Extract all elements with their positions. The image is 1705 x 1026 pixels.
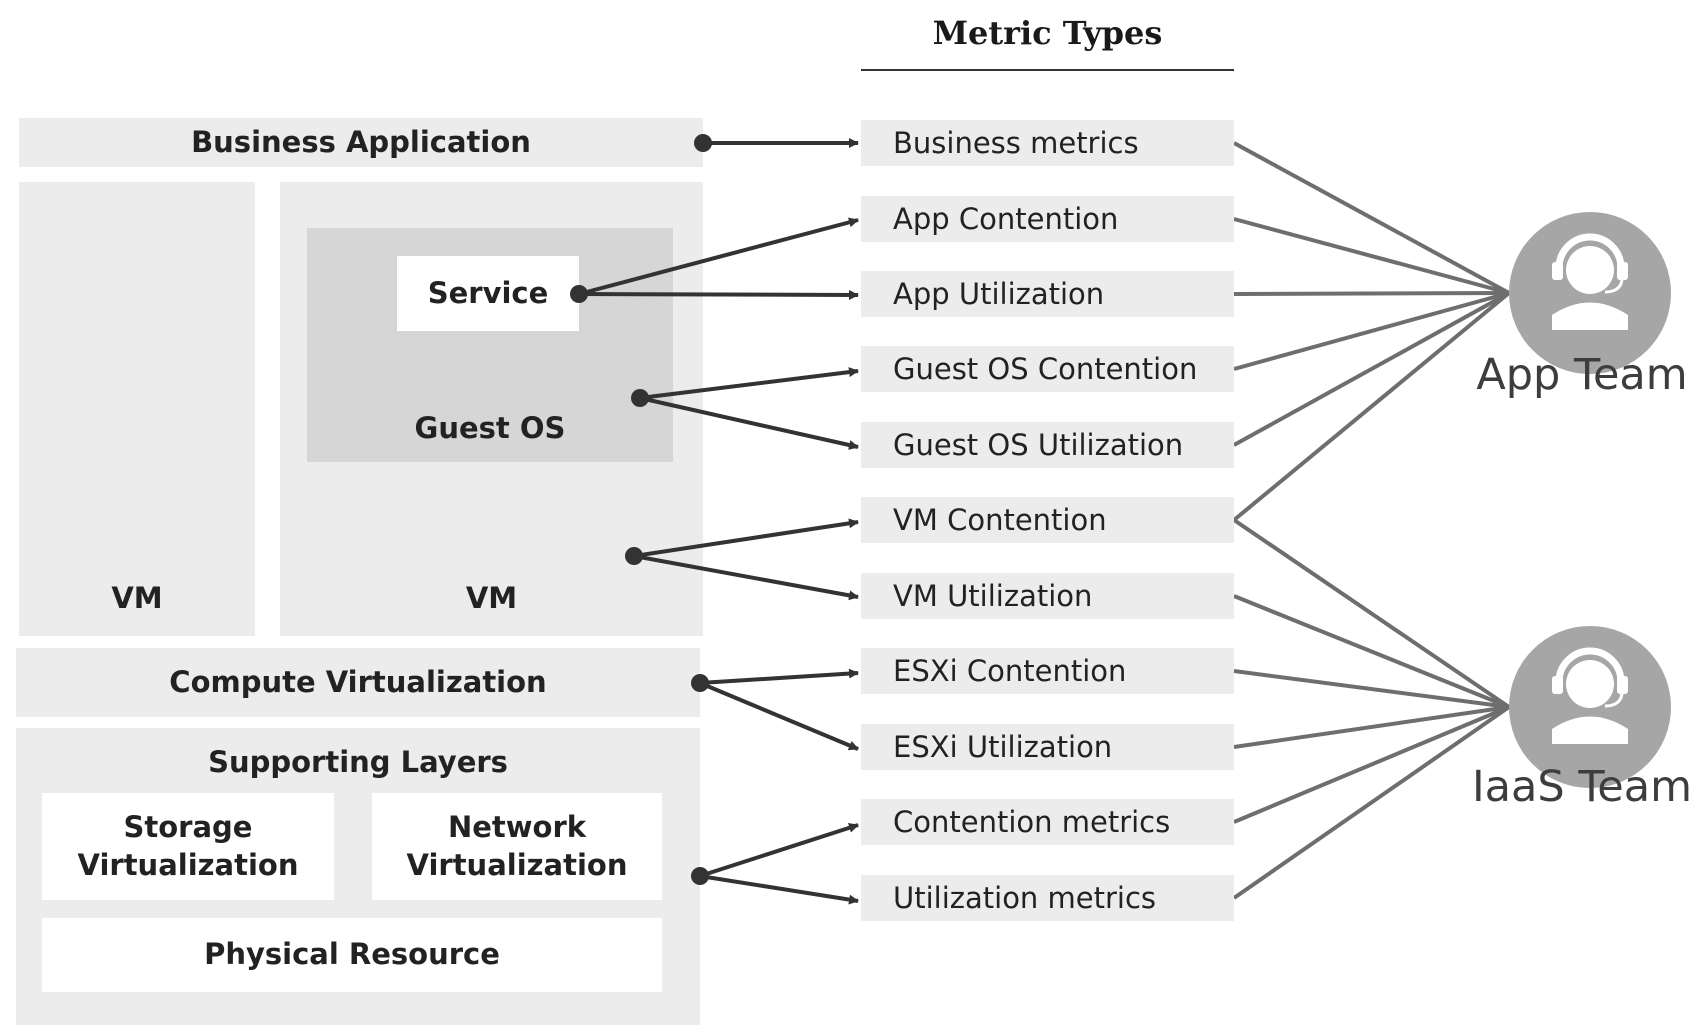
arrow-vm-to-vm-contention xyxy=(633,518,859,558)
metric-vm-contention: VM Contention xyxy=(861,497,1234,543)
compute-virtualization-box: Compute Virtualization xyxy=(16,648,700,717)
metric-esxi-utilization: ESXi Utilization xyxy=(861,724,1234,770)
line-guestos-utilization-to-app-team xyxy=(1233,291,1510,447)
metric-guest-os-utilization: Guest OS Utilization xyxy=(861,422,1234,468)
metric-app-contention: App Contention xyxy=(861,196,1234,242)
network-virtualization-label: Network Virtualization xyxy=(406,809,628,882)
arrow-service-to-app-contention xyxy=(578,217,859,296)
dot-business-application xyxy=(694,134,712,152)
dot-vm xyxy=(625,547,643,565)
app-team-label: App Team xyxy=(1476,350,1688,400)
network-virtualization-box: Network Virtualization xyxy=(372,793,662,900)
line-utilization-metrics-to-iaas-team xyxy=(1232,705,1511,900)
metric-vm-utilization: VM Utilization xyxy=(861,573,1234,619)
arrow-compute-to-esxi-contention xyxy=(699,668,859,685)
arrow-supporting-to-contention-metrics xyxy=(699,823,859,878)
app-team-icon xyxy=(1509,212,1671,374)
guest-os-label: Guest OS xyxy=(414,411,566,446)
business-application-label: Business Application xyxy=(191,124,531,159)
line-esxi-utilization-to-iaas-team xyxy=(1233,705,1510,749)
metric-guest-os-contention: Guest OS Contention xyxy=(861,346,1234,392)
metric-types-title: Metric Types xyxy=(932,14,1163,52)
supporting-layers-label: Supporting Layers xyxy=(208,745,508,779)
line-app-utilization-to-app-team xyxy=(1233,291,1510,296)
metric-esxi-contention: ESXi Contention xyxy=(861,648,1234,694)
arrow-supporting-to-utilization-metrics xyxy=(699,874,859,905)
service-box: Service xyxy=(397,256,579,331)
team-connector-lines xyxy=(1232,141,1511,900)
arrow-compute-to-esxi-utilization xyxy=(699,681,859,751)
storage-virtualization-label: Storage Virtualization xyxy=(77,809,299,882)
line-guestos-contention-to-app-team xyxy=(1233,291,1510,371)
arrow-guestos-to-guestos-utilization xyxy=(639,396,859,450)
iaas-team-icon xyxy=(1509,626,1671,788)
metric-contention-metrics: Contention metrics xyxy=(861,799,1234,845)
arrow-vm-to-vm-utilization xyxy=(633,554,859,601)
physical-resource-box: Physical Resource xyxy=(42,918,662,992)
metric-types-underline xyxy=(861,69,1234,71)
physical-resource-label: Physical Resource xyxy=(204,937,500,972)
metric-utilization-metrics: Utilization metrics xyxy=(861,875,1234,921)
arrow-service-to-app-utilization xyxy=(578,289,859,300)
metric-app-utilization: App Utilization xyxy=(861,271,1234,317)
vm-left-box: VM xyxy=(19,182,255,636)
dot-compute-virtualization xyxy=(691,674,709,692)
iaas-team-label: IaaS Team xyxy=(1472,762,1692,812)
line-vm-utilization-to-iaas-team xyxy=(1233,594,1510,709)
line-app-contention-to-app-team xyxy=(1233,217,1510,295)
arrow-guestos-to-guestos-contention xyxy=(639,367,859,400)
vm-right-label: VM xyxy=(465,581,518,616)
business-application-box: Business Application xyxy=(19,118,703,167)
line-esxi-contention-to-iaas-team xyxy=(1233,669,1510,709)
service-label: Service xyxy=(427,275,549,310)
line-business-to-app-team xyxy=(1233,141,1510,295)
dot-service xyxy=(570,285,588,303)
storage-virtualization-box: Storage Virtualization xyxy=(42,793,334,900)
compute-virtualization-label: Compute Virtualization xyxy=(169,664,547,699)
vm-left-label: VM xyxy=(111,581,163,616)
metric-business-metrics: Business metrics xyxy=(861,120,1234,166)
line-vm-contention-to-iaas-team xyxy=(1232,518,1511,709)
line-contention-metrics-to-iaas-team xyxy=(1233,705,1510,824)
line-vm-contention-to-app-team xyxy=(1232,291,1511,522)
dot-supporting-layers xyxy=(691,867,709,885)
dot-guest-os xyxy=(631,389,649,407)
